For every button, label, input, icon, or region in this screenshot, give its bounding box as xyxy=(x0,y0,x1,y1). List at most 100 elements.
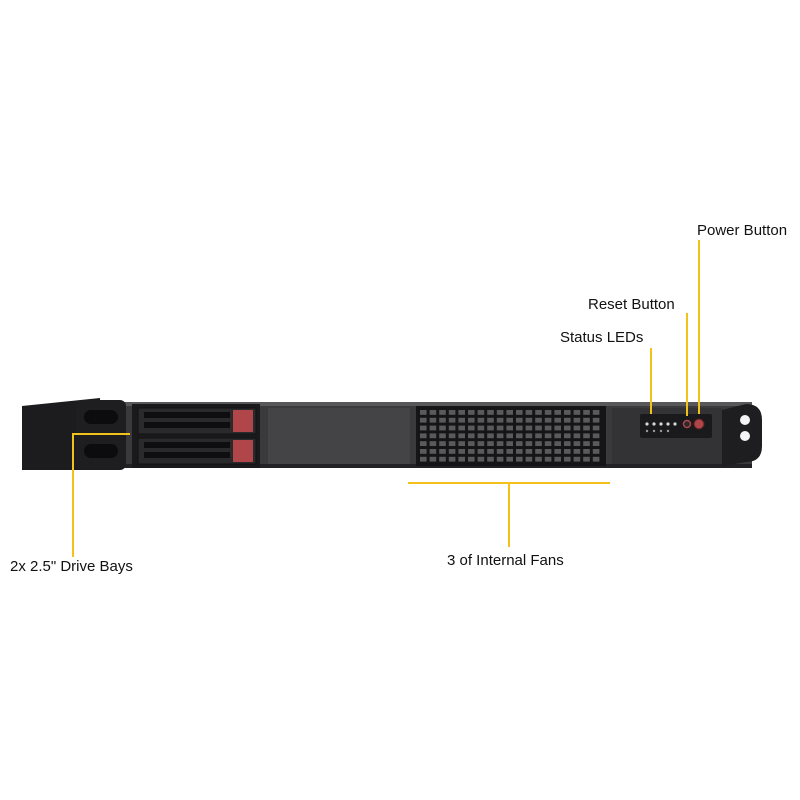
vent-hole xyxy=(506,425,513,431)
vent-hole xyxy=(487,417,494,423)
vent-hole xyxy=(439,417,446,423)
reset-button-icon[interactable] xyxy=(682,419,692,429)
vent-hole xyxy=(583,410,590,415)
vent-hole xyxy=(458,417,465,423)
vent-hole xyxy=(544,449,552,454)
vent-hole xyxy=(506,410,513,415)
vent-hole xyxy=(506,456,513,462)
vent-hole xyxy=(487,441,494,446)
drive-tray-2[interactable] xyxy=(137,437,257,465)
vent-hole xyxy=(544,441,552,446)
vent-hole xyxy=(496,410,504,415)
vent-hole xyxy=(496,425,504,431)
vent-hole xyxy=(564,441,571,446)
vent-hole xyxy=(420,456,427,462)
vent-hole xyxy=(420,433,427,439)
vent-hole xyxy=(487,456,494,462)
vent-hole xyxy=(583,433,590,439)
vent-hole xyxy=(525,425,533,431)
vent-hole xyxy=(516,456,523,462)
vent-hole xyxy=(477,449,485,454)
vent-hole xyxy=(458,441,465,446)
vent-hole xyxy=(544,410,552,415)
vent-hole xyxy=(592,417,600,423)
vent-hole xyxy=(573,441,581,446)
vent-hole xyxy=(573,417,581,423)
power-button-icon[interactable] xyxy=(693,418,705,430)
vent-hole xyxy=(583,417,590,423)
vent-hole xyxy=(458,425,465,431)
drive-tray-1[interactable] xyxy=(137,407,257,435)
vent-hole xyxy=(573,425,581,431)
vent-hole xyxy=(468,456,475,462)
vent-hole xyxy=(439,425,446,431)
power-button-label: Power Button xyxy=(697,222,788,239)
vent-hole xyxy=(573,410,581,415)
vent-hole xyxy=(516,425,523,431)
vent-hole xyxy=(420,417,427,423)
vent-hole xyxy=(583,425,590,431)
internal-fans-label: 3 of Internal Fans xyxy=(447,552,564,569)
led-icon xyxy=(673,422,677,426)
drive-bays-callout-line xyxy=(72,433,74,557)
fans-callout-line xyxy=(508,483,510,547)
vent-hole xyxy=(420,441,427,446)
vent-hole xyxy=(554,441,561,446)
vent-hole xyxy=(439,410,446,415)
vent-hole xyxy=(429,410,437,415)
vent-hole xyxy=(439,441,446,446)
vent-hole xyxy=(535,456,542,462)
vent-hole xyxy=(477,433,485,439)
vent-hole xyxy=(458,449,465,454)
reset-button-label: Reset Button xyxy=(588,296,675,313)
vent-hole xyxy=(554,449,561,454)
vent-hole xyxy=(506,449,513,454)
drive-latch-icon[interactable] xyxy=(233,410,253,432)
vent-hole xyxy=(535,441,542,446)
vent-hole xyxy=(420,410,427,415)
vent-hole xyxy=(448,441,456,446)
vent-hole xyxy=(544,433,552,439)
vent-hole xyxy=(525,441,533,446)
vent-hole xyxy=(516,410,523,415)
right-rack-ear xyxy=(722,404,762,466)
vent-hole xyxy=(592,441,600,446)
vent-hole xyxy=(583,441,590,446)
vent-hole xyxy=(448,449,456,454)
vent-hole xyxy=(439,449,446,454)
vent-hole xyxy=(477,456,485,462)
vent-hole xyxy=(429,456,437,462)
vent-hole xyxy=(544,425,552,431)
vent-hole xyxy=(429,433,437,439)
left-rack-ear xyxy=(76,400,126,470)
vent-hole xyxy=(544,456,552,462)
reset-button-callout-line xyxy=(686,313,688,416)
vent-hole xyxy=(458,456,465,462)
led-icon xyxy=(659,422,663,426)
vent-hole xyxy=(525,449,533,454)
vent-hole xyxy=(516,433,523,439)
vent-hole xyxy=(592,410,600,415)
vent-hole xyxy=(525,433,533,439)
vent-hole xyxy=(496,456,504,462)
status-leds-label: Status LEDs xyxy=(560,329,644,346)
vent-hole xyxy=(564,456,571,462)
drive-latch-icon[interactable] xyxy=(233,440,253,462)
vent-hole xyxy=(439,433,446,439)
status-leds-callout-line xyxy=(650,348,652,414)
vent-hole xyxy=(554,456,561,462)
vent-hole xyxy=(535,417,542,423)
vent-hole xyxy=(554,433,561,439)
vent-hole xyxy=(468,417,475,423)
control-panel xyxy=(640,414,712,438)
drive-bays-label: 2x 2.5" Drive Bays xyxy=(10,558,133,575)
vent-hole xyxy=(516,441,523,446)
led-icon xyxy=(652,422,656,426)
vent-hole xyxy=(573,456,581,462)
vent-hole xyxy=(544,417,552,423)
vent-hole xyxy=(506,441,513,446)
vent-hole xyxy=(448,456,456,462)
vent-hole xyxy=(477,441,485,446)
vent-hole xyxy=(429,449,437,454)
